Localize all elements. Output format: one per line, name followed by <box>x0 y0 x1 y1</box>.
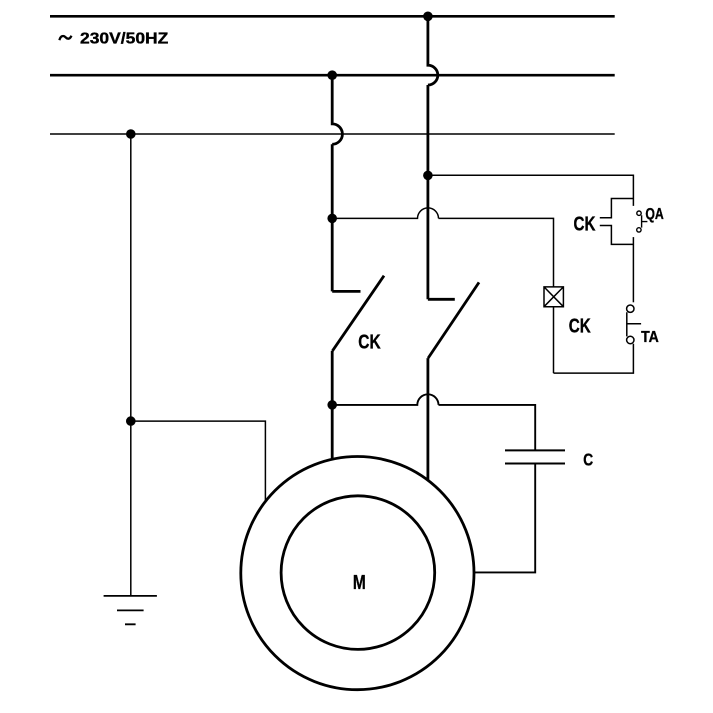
svg-text:QA: QA <box>645 206 663 223</box>
svg-text:CK: CK <box>569 315 591 337</box>
svg-text:TA: TA <box>641 329 659 346</box>
svg-text:230V/50HZ: 230V/50HZ <box>80 31 168 48</box>
svg-text:CK: CK <box>358 332 381 354</box>
svg-text:C: C <box>583 449 593 469</box>
svg-text:CK: CK <box>574 214 596 236</box>
svg-text:M: M <box>353 572 366 594</box>
